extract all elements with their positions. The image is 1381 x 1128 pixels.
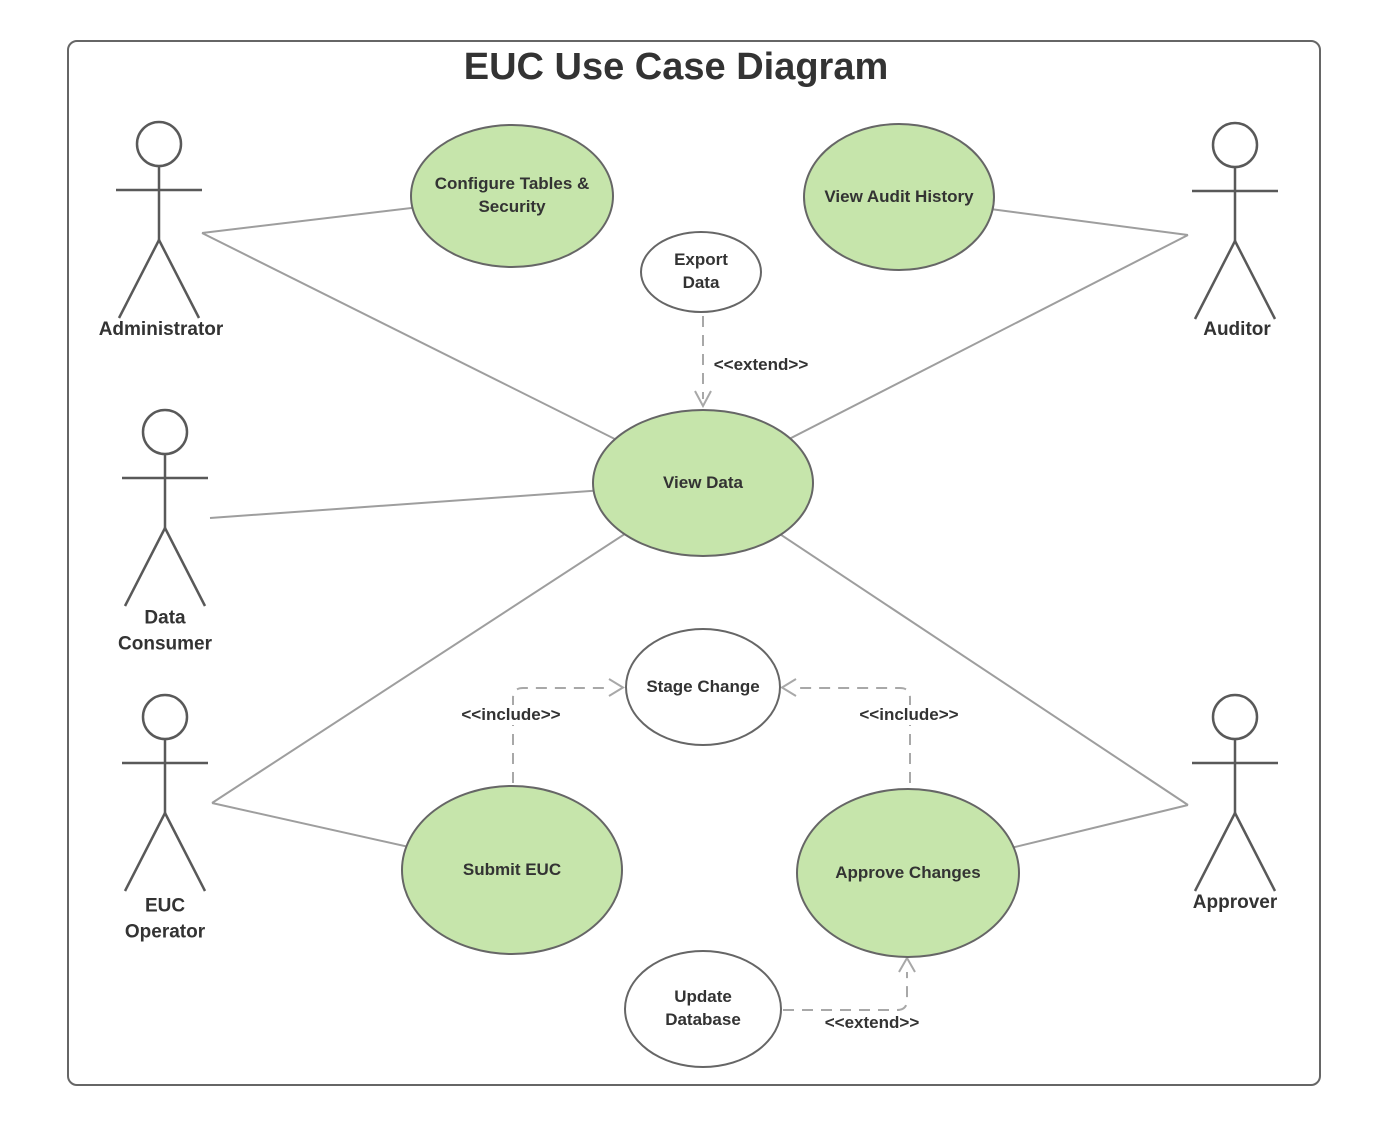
- actor-head: [135, 120, 183, 168]
- stereotype-include-submit-euc: <<include>>: [458, 705, 564, 725]
- actor-figure-euc-operator[interactable]: [122, 693, 208, 892]
- usecase-label: Configure Tables & Security: [434, 174, 590, 216]
- diagram-frame: [67, 40, 1321, 1086]
- association-approver-view-data: [702, 482, 1189, 806]
- usecase-label: Export Data: [674, 250, 728, 292]
- usecase-stage-change[interactable]: Stage Change: [625, 628, 781, 746]
- usecase-label: View Audit History: [824, 186, 974, 206]
- actor-label-data-consumer: Data Consumer: [118, 607, 212, 654]
- actor-label-administrator: Administrator: [98, 319, 224, 341]
- include-line-approve-changes-stage-change: [797, 687, 911, 783]
- stereotype-include-approve-changes: <<include>>: [856, 705, 962, 725]
- actor-right-leg: [163, 812, 207, 892]
- actor-left-leg: [123, 527, 167, 607]
- usecase-label: Approve Changes: [835, 862, 981, 882]
- include-arrowhead-stage-change-left: [608, 678, 625, 697]
- extend-line-update-database-approve-changes: [783, 972, 908, 1011]
- stereotype-extend-update-database: <<extend>>: [821, 1013, 923, 1033]
- actor-figure-auditor[interactable]: [1192, 121, 1278, 320]
- actor-right-leg: [157, 239, 201, 319]
- actor-figure-administrator[interactable]: [116, 120, 202, 319]
- actor-label-euc-operator: EUC Operator: [124, 895, 206, 942]
- usecase-approve-changes[interactable]: Approve Changes: [796, 788, 1020, 958]
- actor-head: [141, 408, 189, 456]
- dependency-lines: [512, 316, 916, 1011]
- actor-head: [1211, 693, 1259, 741]
- actor-right-leg: [1233, 240, 1277, 320]
- actor-left-leg: [123, 812, 167, 892]
- actor-right-leg: [1233, 812, 1277, 892]
- usecase-label: Submit EUC: [462, 859, 562, 879]
- usecase-view-data[interactable]: View Data: [592, 409, 814, 557]
- usecase-label: Stage Change: [646, 676, 760, 696]
- usecase-label: Update Database: [665, 987, 741, 1029]
- actor-left-leg: [117, 239, 161, 319]
- extend-arrowhead-view-data: [694, 390, 712, 409]
- actor-head: [1211, 121, 1259, 169]
- diagram-title: EUC Use Case Diagram: [463, 46, 889, 88]
- actor-label-approver: Approver: [1192, 892, 1278, 914]
- extend-arrowhead-approve-changes: [898, 955, 916, 973]
- stereotype-extend-export-data: <<extend>>: [710, 355, 812, 375]
- actor-right-leg: [163, 527, 207, 607]
- actor-label-auditor: Auditor: [1203, 319, 1271, 341]
- association-euc-operator-view-data: [211, 482, 704, 804]
- actor-figure-data-consumer[interactable]: [122, 408, 208, 607]
- actor-figure-approver[interactable]: [1192, 693, 1278, 892]
- usecase-label: View Data: [662, 472, 743, 492]
- usecase-update-database[interactable]: Update Database: [624, 950, 782, 1068]
- usecase-view-audit-history[interactable]: View Audit History: [803, 123, 995, 271]
- actor-head: [141, 693, 189, 741]
- usecase-submit-euc[interactable]: Submit EUC: [401, 785, 623, 955]
- usecase-configure-tables-security[interactable]: Configure Tables & Security: [410, 124, 614, 268]
- actor-left-leg: [1193, 812, 1237, 892]
- include-arrowhead-stage-change-right: [780, 678, 797, 697]
- actor-left-leg: [1193, 240, 1237, 320]
- include-line-submit-euc-stage-change: [512, 687, 608, 783]
- usecase-export-data[interactable]: Export Data: [640, 231, 762, 313]
